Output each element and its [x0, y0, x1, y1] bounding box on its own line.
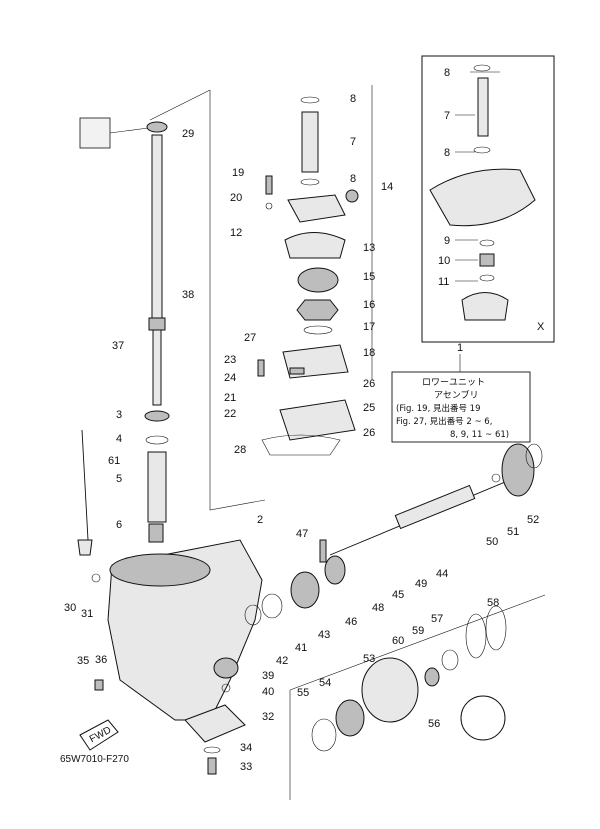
callout-52: 52	[527, 514, 539, 526]
callout-32: 32	[262, 711, 274, 723]
callout-60: 60	[392, 635, 404, 647]
callout-26-bottom: 26	[363, 427, 375, 439]
assembly-note-line-5: 8, 9, 11 ~ 61)	[450, 430, 509, 440]
callout-54: 54	[319, 677, 331, 689]
callout-53: 53	[363, 653, 375, 665]
callout-18: 18	[363, 347, 375, 359]
inset-detail-box: X	[421, 55, 555, 343]
callout-59: 59	[412, 625, 424, 637]
callout-inset-7: 7	[444, 110, 450, 122]
callout-19: 19	[232, 167, 244, 179]
callout-41: 41	[295, 642, 307, 654]
callout-23: 23	[224, 354, 236, 366]
callout-55: 55	[297, 687, 309, 699]
callout-44: 44	[436, 568, 448, 580]
inset-label: X	[537, 321, 545, 333]
callout-3: 3	[116, 409, 122, 421]
callout-14: 14	[381, 181, 393, 193]
callout-2: 2	[257, 514, 263, 526]
callout-30: 30	[64, 602, 76, 614]
callout-8-top: 8	[350, 93, 356, 105]
callout-inset-8-top: 8	[444, 67, 450, 79]
assembly-note-line-1: ロワーユニット	[422, 378, 485, 388]
assembly-note: 1 ロワーユニット アセンブリ (Fig. 19, 見出番号 19 Fig. 2…	[391, 342, 531, 443]
callout-47: 47	[296, 528, 308, 540]
callout-42: 42	[276, 655, 288, 667]
callout-17: 17	[363, 321, 375, 333]
callout-inset-10: 10	[438, 255, 450, 267]
callout-26-top: 26	[363, 378, 375, 390]
callout-inset-9: 9	[444, 235, 450, 247]
assembly-note-line-2: アセンブリ	[434, 389, 479, 401]
callout-8-bottom: 8	[350, 173, 356, 185]
callout-inset-11: 11	[438, 276, 449, 288]
callout-48: 48	[372, 602, 384, 614]
reference-code: 65W7010-F270	[60, 754, 129, 765]
callout-21: 21	[224, 392, 236, 404]
callout-12: 12	[230, 227, 242, 239]
callout-45: 45	[392, 589, 404, 601]
callout-labels: 8 7 8 9 10 11 29 8 7 8 19 14 20 12 13 15…	[64, 67, 539, 773]
callout-25: 25	[363, 402, 375, 414]
assembly-note-line-4: Fig. 27, 見出番号 2 ~ 6,	[396, 416, 492, 427]
callout-16: 16	[363, 299, 375, 311]
callout-inset-8-bottom: 8	[444, 147, 450, 159]
callout-57: 57	[431, 613, 443, 625]
water-pump-group	[257, 96, 359, 456]
callout-56: 56	[428, 718, 440, 730]
callout-58: 58	[487, 597, 499, 609]
callout-38: 38	[182, 289, 194, 301]
callout-31: 31	[81, 608, 93, 620]
callout-24: 24	[224, 372, 236, 384]
callout-7: 7	[350, 136, 356, 148]
callout-39: 39	[262, 670, 274, 682]
callout-40: 40	[262, 686, 274, 698]
callout-20: 20	[230, 192, 242, 204]
callout-22: 22	[224, 408, 236, 420]
callout-61: 61	[108, 455, 120, 467]
assembly-number: 1	[457, 342, 463, 354]
callout-29: 29	[182, 128, 194, 140]
drive-shaft-column	[77, 117, 170, 556]
callout-37: 37	[112, 340, 124, 352]
callout-15: 15	[363, 271, 375, 283]
callout-28: 28	[234, 444, 246, 456]
callout-34: 34	[240, 742, 252, 754]
lower-case: FWD	[79, 539, 263, 775]
callout-46: 46	[345, 616, 357, 628]
callout-13: 13	[363, 242, 375, 254]
callout-51: 51	[507, 526, 519, 538]
callout-27: 27	[244, 332, 256, 344]
callout-36: 36	[95, 654, 107, 666]
callout-49: 49	[415, 578, 427, 590]
callout-43: 43	[318, 629, 330, 641]
propeller-shaft-group	[244, 443, 543, 752]
assembly-note-line-3: (Fig. 19, 見出番号 19	[396, 403, 481, 414]
callout-4: 4	[116, 433, 122, 445]
callout-33: 33	[240, 761, 252, 773]
callout-6: 6	[116, 519, 122, 531]
callout-50: 50	[486, 536, 498, 548]
callout-35: 35	[77, 655, 89, 667]
callout-5: 5	[116, 473, 122, 485]
